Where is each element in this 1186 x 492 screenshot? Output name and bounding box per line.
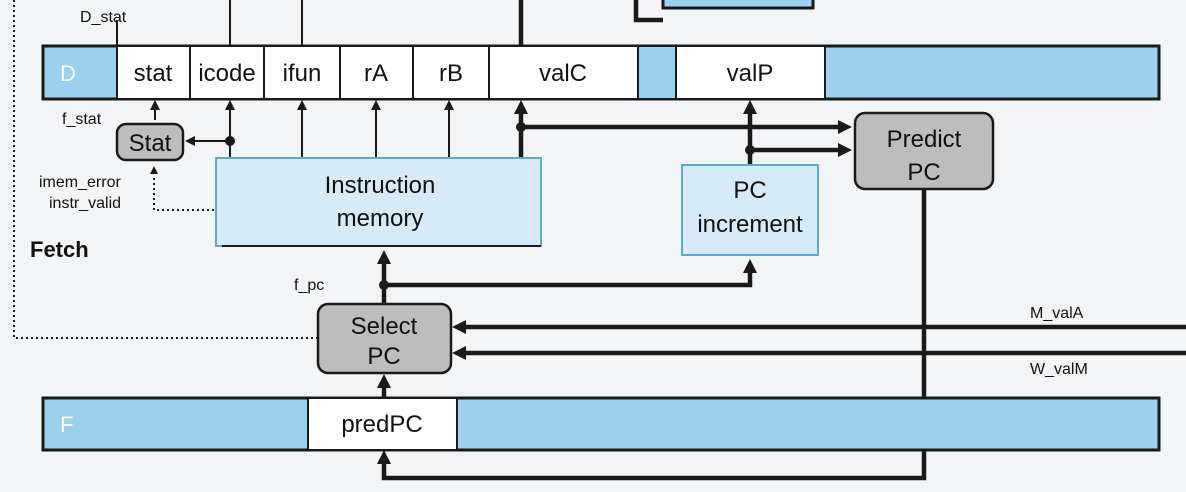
stat-arrowhead — [150, 100, 160, 110]
f-register — [41, 396, 1161, 452]
d-field-valc-box — [488, 45, 639, 100]
rb-arrowhead — [444, 100, 454, 110]
d-register-name: D — [60, 61, 76, 86]
d-field-rb: rB — [439, 60, 463, 87]
select-pc-input-arrowhead — [377, 374, 391, 388]
f-field-predpc-box — [307, 397, 458, 451]
stat-input-arrowhead — [185, 136, 195, 146]
predict-pc-label-line1: Predict — [887, 126, 962, 153]
stat-feedback-dotted-line — [13, 0, 318, 339]
pc-increment-label-line1: PC — [733, 177, 766, 204]
select-pc-label-line2: PC — [367, 343, 400, 370]
d-field-ra-box — [339, 45, 414, 100]
imem-error-arrowhead — [150, 166, 158, 174]
d-field-stat-box — [116, 45, 191, 100]
f-pc-label: f_pc — [294, 277, 324, 294]
f-pc-to-increment-bus — [384, 272, 753, 288]
instruction-memory-label-line1: Instruction — [325, 172, 436, 199]
m-vala-arrowhead — [452, 320, 466, 334]
predict-to-predpc-bus — [381, 189, 927, 481]
instruction-memory-label-line2: memory — [337, 205, 424, 232]
valc-arrowhead — [514, 100, 528, 114]
select-pc-label-line1: Select — [351, 313, 418, 340]
d-register-spacer — [637, 45, 677, 100]
w-valm-label: W_valM — [1030, 361, 1088, 378]
d-field-valp: valP — [727, 60, 774, 87]
valp-junction — [745, 145, 755, 155]
m-vala-label: M_valA — [1030, 305, 1084, 322]
icode-arrowhead — [225, 100, 235, 110]
imem-error-dotted-line — [153, 178, 216, 211]
d-field-ifun: ifun — [283, 60, 322, 87]
pc-increment-block — [681, 164, 819, 256]
f-field-predpc: predPC — [341, 411, 422, 438]
f-register-name: F — [60, 412, 73, 437]
ifun-arrowhead — [297, 100, 307, 110]
f-pc-junction — [379, 280, 389, 290]
predict-pc-label-line2: PC — [907, 159, 940, 186]
stat-block — [115, 122, 185, 162]
d-field-ifun-box — [263, 45, 341, 100]
instr-valid-label: instr_valid — [49, 195, 121, 212]
pc-increment-label-line2: increment — [697, 211, 803, 238]
d-field-ra: rA — [364, 60, 388, 87]
select-pc-block — [316, 302, 453, 375]
valc-predict-arrowhead — [838, 120, 852, 134]
icode-junction — [225, 136, 235, 146]
d-field-rb-box — [412, 45, 490, 100]
w-valm-arrowhead — [452, 346, 466, 360]
upstream-block — [661, 0, 815, 10]
d-field-stat: stat — [134, 60, 173, 87]
imem-error-label: imem_error — [39, 174, 121, 191]
predpc-input-arrowhead — [377, 450, 391, 464]
stat-block-label: Stat — [129, 130, 172, 157]
valp-predict-arrowhead — [838, 143, 852, 157]
valc-junction — [516, 122, 526, 132]
ra-arrowhead — [371, 100, 381, 110]
increment-input-arrowhead — [743, 259, 757, 273]
d-field-icode: icode — [198, 60, 255, 87]
fetch-stage-label: Fetch — [30, 237, 89, 262]
f-stat-label: f_stat — [62, 111, 102, 128]
d-field-valc: valC — [539, 60, 587, 87]
valp-arrowhead — [743, 100, 757, 114]
imem-input-arrowhead — [377, 250, 391, 264]
d-stat-label: D_stat — [80, 9, 127, 26]
upstream-bus — [633, 0, 663, 23]
